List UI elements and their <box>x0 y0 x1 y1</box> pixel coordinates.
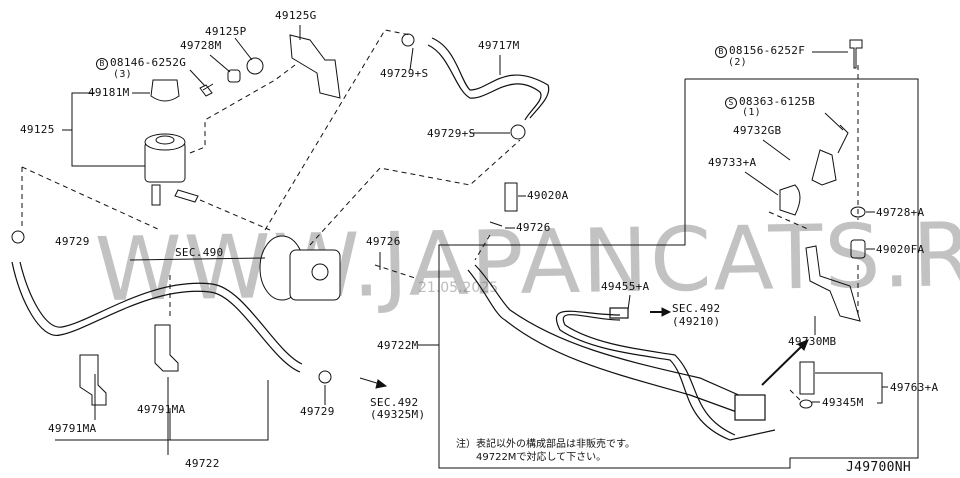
label-49020FA: 49020FA <box>876 243 925 256</box>
direction-arrows <box>359 307 809 389</box>
label-sec492-b-ref: (49325M) <box>370 408 426 421</box>
label-49125P: 49125P <box>205 25 247 38</box>
label-sec492-a: SEC.492 <box>672 302 721 315</box>
label-screw-qty: (1) <box>742 107 761 118</box>
label-49722: 49722 <box>185 457 220 470</box>
screw-part-number: 08363-6125B <box>739 95 816 108</box>
diagram-id: J49700NH <box>846 460 912 475</box>
label-49729s-mid: 49729+S <box>427 127 476 140</box>
label-49791MA-left: 49791MA <box>48 422 97 435</box>
label-49181M: 49181M <box>88 86 130 99</box>
cooler-pipe-49722M <box>467 264 776 441</box>
subassembly-frame <box>438 78 919 469</box>
label-49726-left: 49726 <box>366 235 401 248</box>
bolt-symbol-icon: B <box>715 46 727 58</box>
label-49726-right: 49726 <box>516 221 551 234</box>
label-49728M: 49728M <box>180 39 222 52</box>
reservoir-cap <box>150 79 180 102</box>
screw-symbol-icon: S <box>725 97 737 109</box>
label-49125G: 49125G <box>275 9 317 22</box>
label-49729s-top: 49729+S <box>380 67 429 80</box>
bolt-part-number: 08146-6252G <box>110 56 187 69</box>
label-49729-left: 49729 <box>55 235 90 248</box>
power-steering-pump <box>259 235 341 301</box>
label-sec492-b: SEC.492 <box>370 396 419 409</box>
note-line-1: 注）表記以外の構成部品は非販売です。 <box>456 439 635 450</box>
label-49020A: 49020A <box>527 189 569 202</box>
label-sec492-a-ref: (49210) <box>672 315 721 328</box>
bolt-symbol-icon: B <box>96 58 108 70</box>
hose-49722 <box>11 261 303 373</box>
note-line-2: 49722Mで対応して下さい。 <box>476 452 607 463</box>
label-sec490: SEC.490 <box>175 246 224 259</box>
label-49455A: 49455+A <box>601 280 650 293</box>
label-bolt2-qty: (2) <box>728 57 747 68</box>
label-49733A: 49733+A <box>708 156 757 169</box>
label-49730MB: 49730MB <box>788 335 837 348</box>
reservoir-tank <box>144 133 199 206</box>
note: 注）表記以外の構成部品は非販売です。 49722Mで対応して下さい。 <box>456 438 635 464</box>
label-49728A: 49728+A <box>876 206 925 219</box>
label-49345M: 49345M <box>822 396 864 409</box>
hose-49717M <box>427 37 550 121</box>
label-49125: 49125 <box>20 123 55 136</box>
label-49791MA-mid: 49791MA <box>137 403 186 416</box>
label-49717M: 49717M <box>478 39 520 52</box>
label-49732GB: 49732GB <box>733 124 782 137</box>
label-49763A: 49763+A <box>890 381 939 394</box>
label-bolt-qty: (3) <box>113 69 132 80</box>
label-49729-bottom: 49729 <box>300 405 335 418</box>
label-49722M: 49722M <box>377 339 419 352</box>
bolt-part-number: 08156-6252F <box>729 44 806 57</box>
